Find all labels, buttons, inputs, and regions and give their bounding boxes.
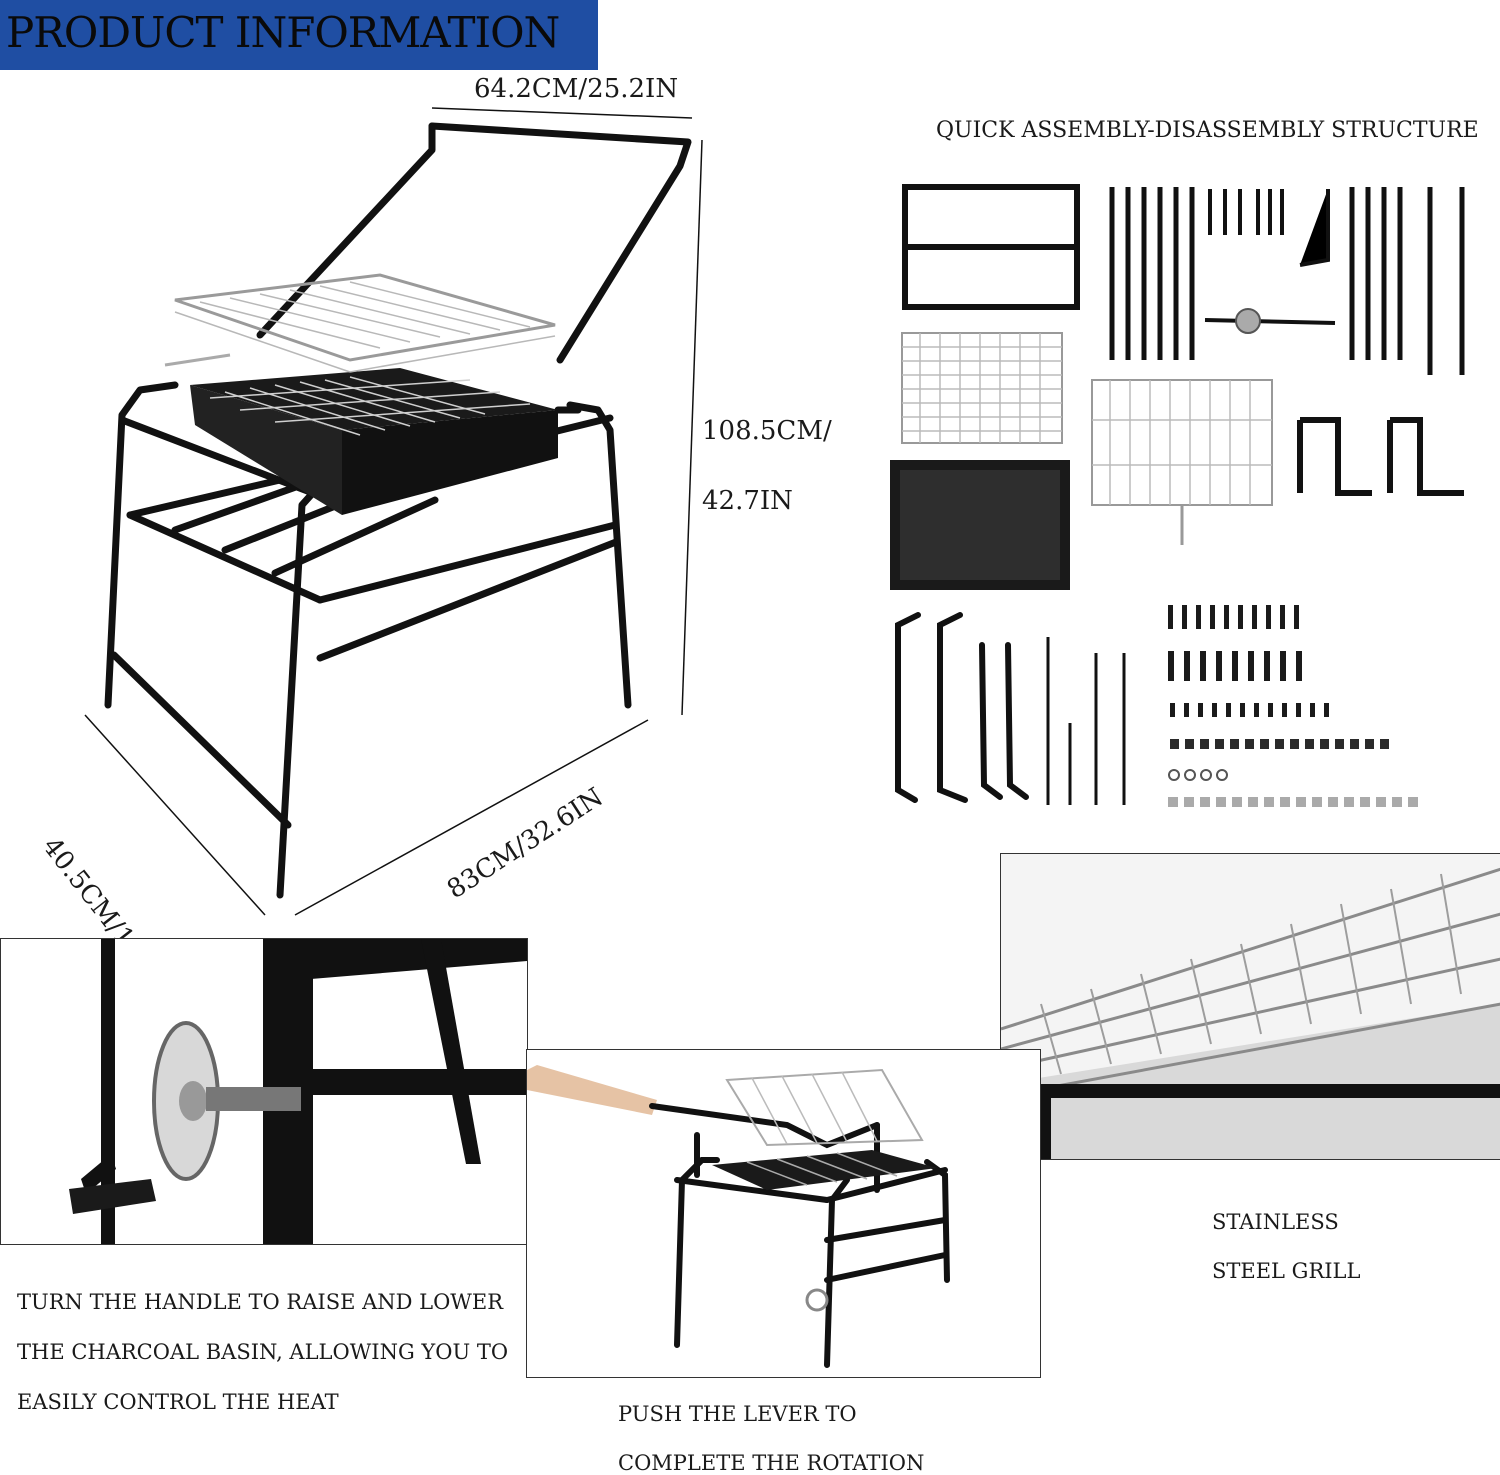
stainless-grill-photo	[1000, 853, 1500, 1160]
screw-parts	[1168, 605, 1329, 717]
depth-dimension-line	[84, 714, 266, 916]
washer-parts	[1168, 769, 1228, 781]
parts-title: QUICK ASSEMBLY-DISASSEMBLY STRUCTURE	[936, 118, 1479, 143]
lever-push-photo	[526, 1049, 1041, 1378]
bolt-parts	[1170, 739, 1389, 749]
lever-caption-line2: COMPLETE THE ROTATION	[618, 1451, 925, 1475]
handle-caption-line1: TURN THE HANDLE TO RAISE AND LOWER	[17, 1290, 504, 1314]
parts-layout-illustration	[890, 184, 1465, 807]
product-info-banner	[0, 0, 598, 70]
long-rods	[1109, 187, 1465, 375]
hand-arm	[527, 1065, 657, 1115]
stainless-basket	[174, 273, 556, 362]
width-dimension-line	[431, 107, 693, 119]
handle-closeup-photo	[0, 938, 528, 1245]
short-rods	[1204, 189, 1336, 325]
handle-caption-line3: EASILY CONTROL THE HEAT	[17, 1390, 339, 1414]
grill-dimension-illustration	[84, 107, 703, 916]
height-dimension-line	[681, 139, 703, 716]
bracket-parts	[1297, 417, 1464, 496]
width-dimension-label: 64.2CM/25.2IN	[474, 74, 679, 104]
bent-leg-parts	[895, 612, 1029, 803]
basket-part	[1091, 379, 1273, 506]
nut-parts	[1168, 797, 1418, 807]
wheel-handle-part	[1235, 308, 1261, 334]
height-dimension-label-line1: 108.5CM/	[702, 416, 832, 446]
flat-grate-part	[901, 332, 1063, 444]
grill-caption-line2: STEEL GRILL	[1212, 1259, 1361, 1283]
handle-caption-line2: THE CHARCOAL BASIN, ALLOWING YOU TO	[17, 1340, 509, 1364]
height-dimension-label-line2: 42.7IN	[702, 486, 793, 516]
basin-grate	[209, 376, 531, 436]
lever-caption-line1: PUSH THE LEVER TO	[618, 1402, 857, 1426]
length-dimension-line	[294, 719, 649, 916]
grill-caption-line1: STAINLESS	[1212, 1210, 1339, 1234]
banner-title: PRODUCT INFORMATION	[6, 8, 560, 57]
charcoal-basin	[190, 368, 558, 430]
thin-rods	[1046, 637, 1126, 805]
grill-frame	[104, 122, 692, 899]
charcoal-basin-photo	[712, 1150, 937, 1190]
